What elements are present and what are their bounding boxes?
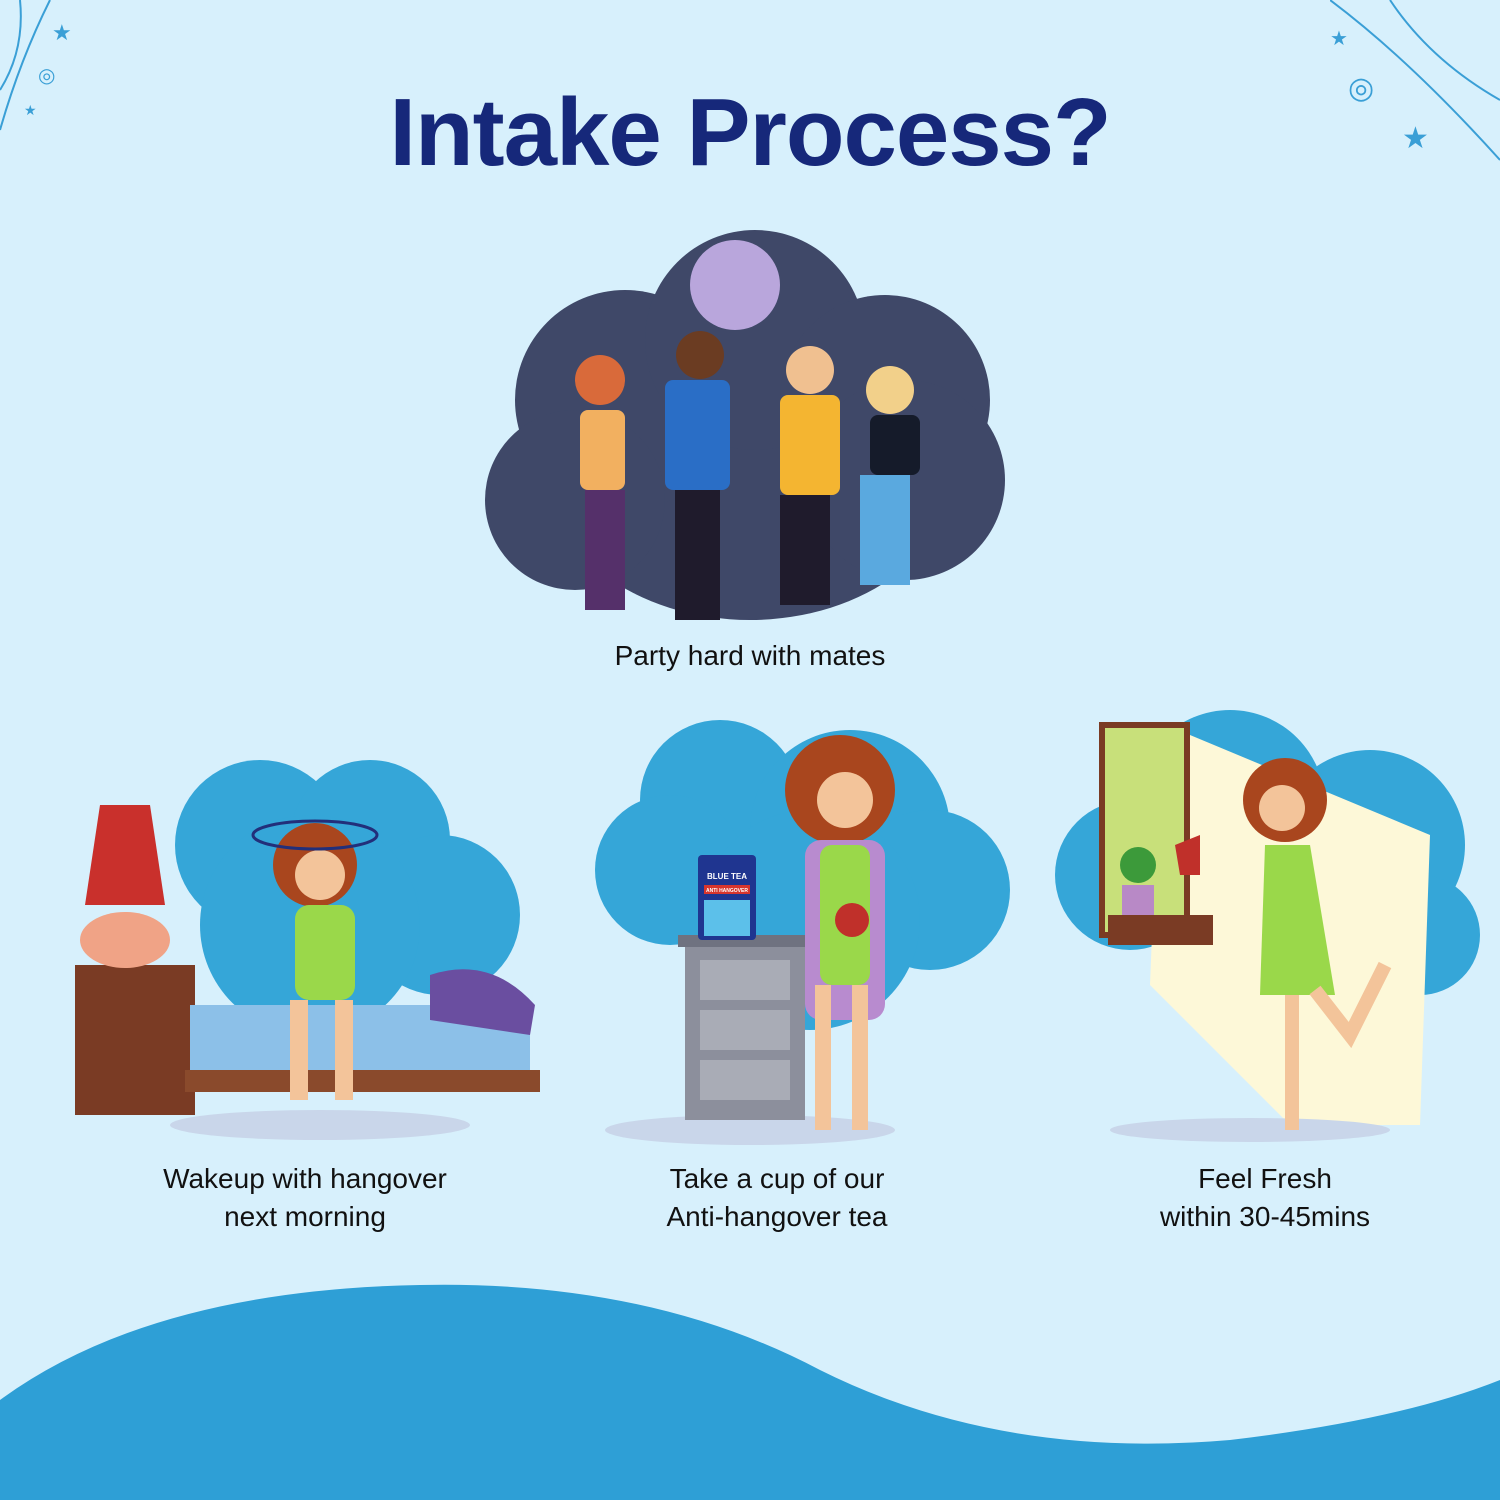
disco-ball-icon [690,240,780,330]
caption-line: Anti-hangover tea [666,1201,888,1232]
party-illustration [485,230,1005,620]
caption-line: within 30-45mins [1159,1201,1371,1232]
step-caption-fresh: Feel Fresh within 30-45mins [1065,1160,1465,1236]
svg-text:◎: ◎ [1348,72,1374,105]
svg-text:★: ★ [24,102,37,118]
svg-text:★: ★ [1402,122,1429,155]
tea-package: BLUE TEA ANTI HANGOVER [698,855,756,940]
page-title: Intake Process? [389,79,1111,186]
step-caption-tea: Take a cup of our Anti-hangover tea [577,1160,977,1236]
plant-pot [1122,885,1154,915]
party-people [575,331,920,620]
caption-line: Take a cup of our [669,1163,885,1194]
step-caption-party: Party hard with mates [500,637,1000,675]
wakeup-illustration [75,760,540,1140]
svg-text:◎: ◎ [38,65,55,87]
caption-line: next morning [224,1201,386,1232]
svg-text:★: ★ [52,20,72,45]
svg-text:★: ★ [1330,28,1348,50]
package-name: ANTI HANGOVER [706,888,748,894]
tea-illustration: BLUE TEA ANTI HANGOVER [595,720,1010,1145]
corner-decoration-left: ★ ◎ ★ [0,0,72,131]
caption-line: Party hard with mates [614,640,886,671]
step-caption-wakeup: Wakeup with hangover next morning [105,1160,505,1236]
lamp-shade [85,805,165,905]
teapot-icon [835,903,869,937]
dizzy-icon [251,819,379,851]
caption-line: Feel Fresh [1198,1163,1332,1194]
watering-can-icon [1175,835,1200,875]
caption-line: Wakeup with hangover [163,1163,447,1194]
package-brand: BLUE TEA [707,872,747,881]
fresh-illustration [1055,710,1480,1142]
corner-decoration-right: ★ ◎ ★ [1330,0,1500,161]
bottom-wave [0,1284,1500,1500]
nightstand [75,965,195,1115]
